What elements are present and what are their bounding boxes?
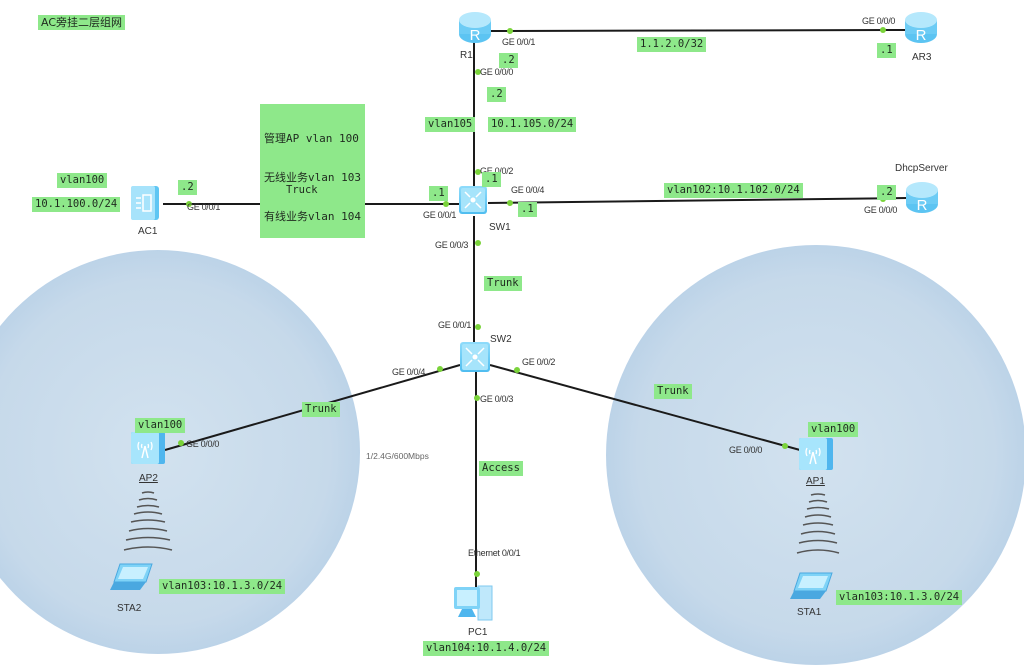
port-label-r1-g000: GE 0/0/0: [480, 67, 514, 77]
port-dot: [475, 324, 481, 330]
access-controller-icon-ac1[interactable]: [131, 186, 159, 220]
label-sta1-network: vlan103:10.1.3.0/24: [836, 590, 963, 605]
label-ac-network: 10.1.100.0/24: [32, 197, 121, 212]
label-sw1-right-ip: .1: [518, 202, 537, 217]
port-label-ac1-g001: GE 0/0/1: [187, 202, 221, 212]
link-r1-ar3[interactable]: [489, 29, 906, 32]
diagram-title: AC旁挂二层组网: [38, 15, 126, 30]
switch-icon-sw1[interactable]: [459, 186, 487, 214]
port-dot: [443, 201, 449, 207]
access-point-icon-ap1[interactable]: [799, 438, 833, 470]
port-label-sw1-g002: GE 0/0/2: [480, 166, 514, 176]
label-r1-ar3-network: 1.1.2.0/32: [637, 37, 707, 52]
vlan-legend: 管理AP vlan 100 无线业务vlan 103 有线业务vlan 104: [260, 104, 365, 238]
port-dot: [178, 440, 184, 446]
svg-text:R: R: [916, 27, 927, 44]
device-name-r1: R1: [460, 50, 473, 61]
port-dot: [507, 28, 513, 34]
port-label-pc1-ethernet: Ethernet 0/0/1: [468, 548, 521, 558]
device-name-dhcpserver: DhcpServer: [895, 163, 948, 174]
port-label-sw2-g002: GE 0/0/2: [522, 357, 556, 367]
svg-text:R: R: [917, 197, 928, 214]
ap1-wireless-signal-icon: [796, 493, 840, 554]
port-dot: [186, 201, 192, 207]
device-name-ap1: AP1: [806, 476, 825, 487]
pc-icon-pc1[interactable]: [454, 585, 493, 621]
device-name-ac1: AC1: [138, 226, 158, 237]
label-ap2-vlan: vlan100: [135, 418, 186, 433]
device-name-ar3: AR3: [912, 52, 932, 63]
laptop-icon-sta2[interactable]: [110, 563, 153, 590]
switch-icon-sw2[interactable]: [460, 342, 490, 372]
device-name-pc1: PC1: [468, 627, 488, 638]
label-ac-sw1-link-type: Truck: [283, 183, 321, 198]
port-dot: [474, 395, 480, 401]
access-point-icon-ap2[interactable]: [131, 432, 165, 464]
port-dot: [880, 27, 886, 33]
port-label-dhcp-g000: GE 0/0/0: [864, 205, 898, 215]
wireless-rate-note: 1/2.4G/600Mbps: [366, 451, 429, 461]
label-sw2-pc1-link-type: Access: [479, 461, 523, 476]
link-sw2-ap1[interactable]: [489, 364, 801, 451]
port-label-sw2-g004: GE 0/0/4: [392, 367, 426, 377]
label-sta2-network: vlan103:10.1.3.0/24: [159, 579, 286, 594]
port-label-r1-g001: GE 0/0/1: [502, 37, 536, 47]
port-label-ap2-g000: GE 0/0/0: [186, 439, 220, 449]
port-label-ar3-g000: GE 0/0/0: [862, 16, 896, 26]
label-vlan105: vlan105: [425, 117, 476, 132]
port-label-sw2-g001: GE 0/0/1: [438, 320, 472, 330]
label-ac-ip: .2: [178, 180, 197, 195]
legend-line-wireless: 无线业务vlan 103: [264, 171, 361, 184]
label-dhcp-network: vlan102:10.1.102.0/24: [664, 183, 803, 198]
label-sw1-up-ip: .1: [482, 172, 501, 187]
ap2-wireless-signal-icon: [123, 491, 173, 551]
port-dot: [474, 571, 480, 577]
port-label-sw1-g003: GE 0/0/3: [435, 240, 469, 250]
port-label-sw1-g001: GE 0/0/1: [423, 210, 457, 220]
label-r1-down-ip: .2: [487, 87, 506, 102]
label-ap1-vlan: vlan100: [808, 422, 859, 437]
link-sw1-dhcp[interactable]: [487, 197, 908, 204]
port-dot: [437, 366, 443, 372]
device-name-sta2: STA2: [117, 603, 142, 614]
label-pc1-network: vlan104:10.1.4.0/24: [423, 641, 550, 656]
port-dot: [507, 200, 513, 206]
legend-line-management: 管理AP vlan 100: [264, 132, 359, 145]
label-sw2-ap1-link-type: Trunk: [654, 384, 692, 399]
svg-text:R: R: [470, 27, 481, 44]
label-dhcp-ip: .2: [877, 185, 896, 200]
router-icon-ar3[interactable]: R: [905, 12, 937, 44]
label-ar3-ip: .1: [877, 43, 896, 58]
label-sw1-sw2-link-type: Trunk: [484, 276, 522, 291]
ap2-coverage-area: [0, 250, 360, 654]
laptop-icon-sta1[interactable]: [790, 572, 833, 599]
label-r1-top-ip: .2: [499, 53, 518, 68]
device-name-ap2: AP2: [139, 473, 158, 484]
label-net-105: 10.1.105.0/24: [488, 117, 577, 132]
port-dot: [475, 169, 481, 175]
router-icon-r1[interactable]: R: [459, 12, 491, 44]
legend-line-wired: 有线业务vlan 104: [264, 210, 361, 223]
device-name-sw1: SW1: [489, 222, 511, 233]
device-name-sta1: STA1: [797, 607, 822, 618]
device-name-sw2: SW2: [490, 334, 512, 345]
label-sw1-left-ip: .1: [429, 186, 448, 201]
label-sw2-ap2-link-type: Trunk: [302, 402, 340, 417]
port-dot: [782, 443, 788, 449]
router-icon-dhcpserver[interactable]: R: [906, 182, 938, 214]
label-ac-vlan: vlan100: [57, 173, 108, 188]
port-label-ap1-g000: GE 0/0/0: [729, 445, 763, 455]
port-dot: [514, 367, 520, 373]
port-dot: [475, 69, 481, 75]
port-label-sw2-g003: GE 0/0/3: [480, 394, 514, 404]
port-label-sw1-g004: GE 0/0/4: [511, 185, 545, 195]
port-dot: [475, 240, 481, 246]
